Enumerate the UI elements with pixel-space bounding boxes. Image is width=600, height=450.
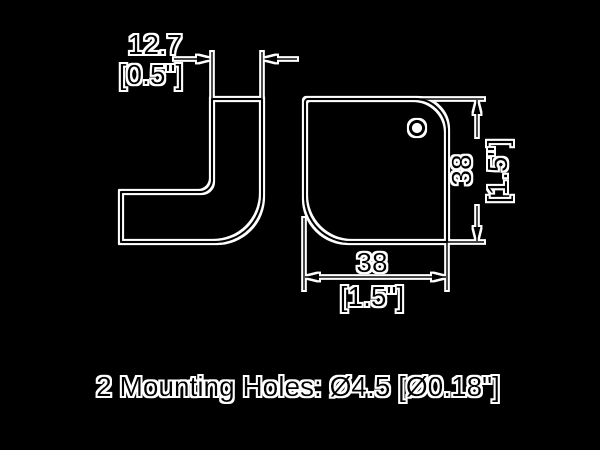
bracket-side-profile bbox=[119, 97, 264, 244]
thickness-dim-inch: [0.5"] bbox=[119, 59, 183, 90]
mounting-holes-note: 2 Mounting Holes: Ø4.5 [Ø0.18"] bbox=[96, 371, 500, 402]
mounting-hole bbox=[408, 119, 426, 137]
bracket-front-face bbox=[303, 97, 449, 244]
arrowhead-left-icon bbox=[263, 55, 277, 63]
side-view bbox=[119, 97, 264, 244]
width-dim-inch: [1.5"] bbox=[340, 281, 404, 312]
width-dim-mm: 38 bbox=[356, 247, 387, 278]
thickness-dimension: 12.7 [0.5"] bbox=[119, 29, 297, 98]
width-dimension: 38 [1.5"] bbox=[303, 218, 448, 312]
arrowhead-down-icon bbox=[473, 227, 481, 241]
height-dim-mm: 38 bbox=[446, 154, 477, 185]
front-view bbox=[303, 97, 449, 244]
arrowhead-left-icon bbox=[305, 273, 319, 281]
arrowhead-up-icon bbox=[473, 100, 481, 114]
arrowhead-right-icon bbox=[432, 273, 446, 281]
arrowhead-right-icon bbox=[197, 55, 211, 63]
height-dim-inch: [1.5"] bbox=[482, 139, 513, 203]
thickness-dim-mm: 12.7 bbox=[128, 29, 183, 60]
height-dimension: 38 [1.5"] bbox=[415, 98, 513, 243]
